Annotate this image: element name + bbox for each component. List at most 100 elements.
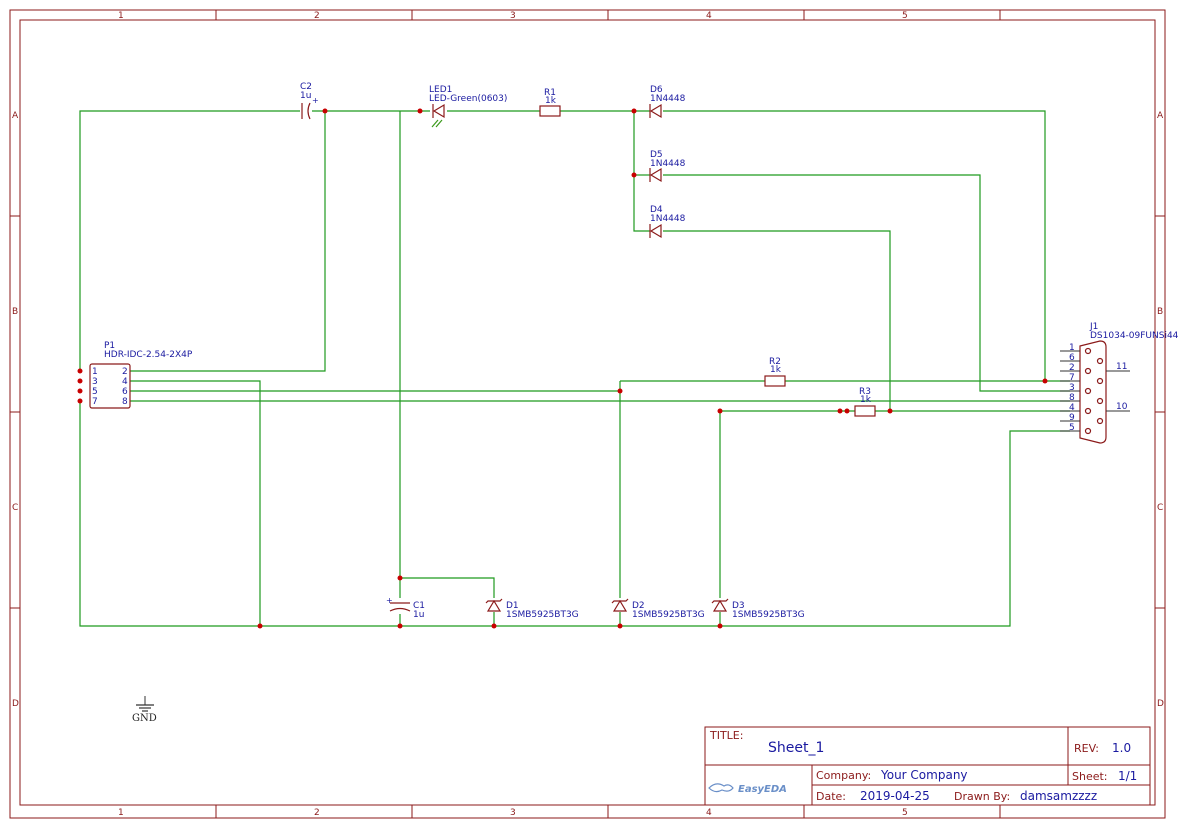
diode-d6[interactable]: D6 1N4448 — [649, 85, 686, 119]
p1-pin-6: 6 — [122, 387, 128, 397]
drawing-frame: 1 2 3 4 5 1 2 3 4 5 A B C D A B C D — [9, 9, 1166, 819]
d3-ref: D3 — [732, 601, 745, 611]
junction-dots — [77, 108, 1048, 629]
grid-row-c-right: C — [1157, 503, 1163, 513]
j1-pin-6: 6 — [1069, 353, 1075, 363]
grid-row-d-right: D — [1157, 699, 1164, 709]
p1-value: HDR-IDC-2.54-2X4P — [104, 350, 193, 360]
d1-ref: D1 — [506, 601, 519, 611]
sheet-title: Sheet_1 — [768, 740, 824, 756]
r2-ref: R2 — [769, 357, 781, 367]
d1-value: 1SMB5925BT3G — [506, 610, 579, 620]
gnd-label: GND — [132, 713, 157, 724]
rev-value: 1.0 — [1112, 741, 1131, 755]
d4-value: 1N4448 — [650, 214, 686, 224]
grid-col-4-bottom: 4 — [706, 808, 712, 818]
j1-pin-11: 11 — [1116, 362, 1127, 372]
p1-pin-1: 1 — [92, 367, 98, 377]
d2-ref: D2 — [632, 601, 645, 611]
sheet-value: 1/1 — [1118, 769, 1137, 783]
grid-col-1-top: 1 — [118, 11, 124, 21]
c1-value: 1u — [413, 610, 424, 620]
capacitor-c1[interactable]: + C1 1u — [386, 596, 425, 620]
grid-col-3-top: 3 — [510, 11, 516, 21]
company-label: Company: — [816, 769, 871, 782]
led1-value: LED-Green(0603) — [429, 94, 507, 104]
j1-pin-1: 1 — [1069, 343, 1075, 353]
grid-col-5-top: 5 — [902, 11, 908, 21]
d5-ref: D5 — [650, 150, 663, 160]
sheet-label: Sheet: — [1072, 770, 1108, 783]
p1-pin-8: 8 — [122, 397, 128, 407]
j1-pin-3: 3 — [1069, 383, 1075, 393]
c2-value: 1u — [300, 91, 311, 101]
grid-col-5-bottom: 5 — [902, 808, 908, 818]
j1-pin-10: 10 — [1116, 402, 1128, 412]
j1-pin-4: 4 — [1069, 403, 1075, 413]
resistor-r2[interactable]: R2 1k — [764, 357, 786, 387]
tvs-diode-d1[interactable]: D1 1SMB5925BT3G — [485, 598, 579, 620]
j1-pin-2: 2 — [1069, 363, 1075, 373]
svg-text:+: + — [386, 596, 393, 605]
grid-row-d-left: D — [12, 699, 19, 709]
grid-col-2-bottom: 2 — [314, 808, 320, 818]
company-value: Your Company — [880, 768, 968, 782]
header-p1[interactable]: P1 HDR-IDC-2.54-2X4P 1 3 5 7 2 4 6 8 — [89, 341, 193, 409]
p1-pin-5: 5 — [92, 387, 98, 397]
grid-row-b-left: B — [12, 307, 18, 317]
easyeda-logo-text: EasyEDA — [738, 784, 787, 795]
rev-label: REV: — [1074, 742, 1099, 755]
p1-ref: P1 — [104, 341, 115, 351]
grid-row-a-left: A — [12, 111, 19, 121]
grid-col-2-top: 2 — [314, 11, 320, 21]
d4-ref: D4 — [650, 205, 663, 215]
p1-pin-7: 7 — [92, 397, 98, 407]
tvs-diode-d2[interactable]: D2 1SMB5925BT3G — [611, 598, 705, 620]
tvs-diode-d3[interactable]: D3 1SMB5925BT3G — [711, 598, 805, 620]
d2-value: 1SMB5925BT3G — [632, 610, 705, 620]
d5-value: 1N4448 — [650, 159, 686, 169]
c2-ref: C2 — [300, 82, 312, 92]
led-led1[interactable]: LED1 LED-Green(0603) — [429, 85, 507, 128]
p1-pin-2: 2 — [122, 367, 128, 377]
capacitor-c2[interactable]: + C2 1u — [300, 82, 319, 120]
date-value: 2019-04-25 — [860, 789, 930, 803]
j1-ref: J1 — [1089, 322, 1098, 332]
r3-ref: R3 — [859, 387, 871, 397]
r1-ref: R1 — [544, 88, 556, 98]
grid-row-b-right: B — [1157, 307, 1163, 317]
p1-pin-3: 3 — [92, 377, 98, 387]
r1-value: 1k — [545, 96, 557, 106]
c1-ref: C1 — [413, 601, 425, 611]
j1-value: DS1034-09FUNSi44 — [1090, 331, 1179, 341]
grid-col-3-bottom: 3 — [510, 808, 516, 818]
j1-pin-9: 9 — [1069, 413, 1075, 423]
wires — [79, 110, 1070, 627]
diode-d5[interactable]: D5 1N4448 — [649, 150, 686, 183]
led1-ref: LED1 — [429, 85, 452, 95]
date-label: Date: — [816, 790, 846, 803]
grid-col-4-top: 4 — [706, 11, 712, 21]
r2-value: 1k — [770, 365, 782, 375]
grid-row-a-right: A — [1157, 111, 1164, 121]
connector-j1[interactable]: J1 DS1034-09FUNSi44 1 6 2 7 3 8 4 9 5 11… — [1060, 322, 1179, 444]
ground-symbol[interactable]: GND — [132, 696, 157, 724]
j1-pin-8: 8 — [1069, 393, 1075, 403]
d3-value: 1SMB5925BT3G — [732, 610, 805, 620]
resistor-r1[interactable]: R1 1k — [539, 88, 561, 117]
title-label: TITLE: — [709, 729, 743, 742]
d6-value: 1N4448 — [650, 94, 686, 104]
diode-d4[interactable]: D4 1N4448 — [649, 205, 686, 239]
svg-text:+: + — [312, 96, 319, 105]
resistor-r3[interactable]: R3 1k — [854, 387, 876, 417]
easyeda-logo: EasyEDA — [708, 783, 787, 795]
d6-ref: D6 — [650, 85, 663, 95]
grid-col-1-bottom: 1 — [118, 808, 124, 818]
grid-row-c-left: C — [12, 503, 18, 513]
p1-pin-4: 4 — [122, 377, 128, 387]
drawn-by-value: damsamzzzz — [1020, 789, 1097, 803]
title-block: TITLE: Sheet_1 REV: 1.0 Company: Your Co… — [704, 726, 1151, 806]
drawn-by-label: Drawn By: — [954, 790, 1010, 803]
r3-value: 1k — [860, 395, 872, 405]
